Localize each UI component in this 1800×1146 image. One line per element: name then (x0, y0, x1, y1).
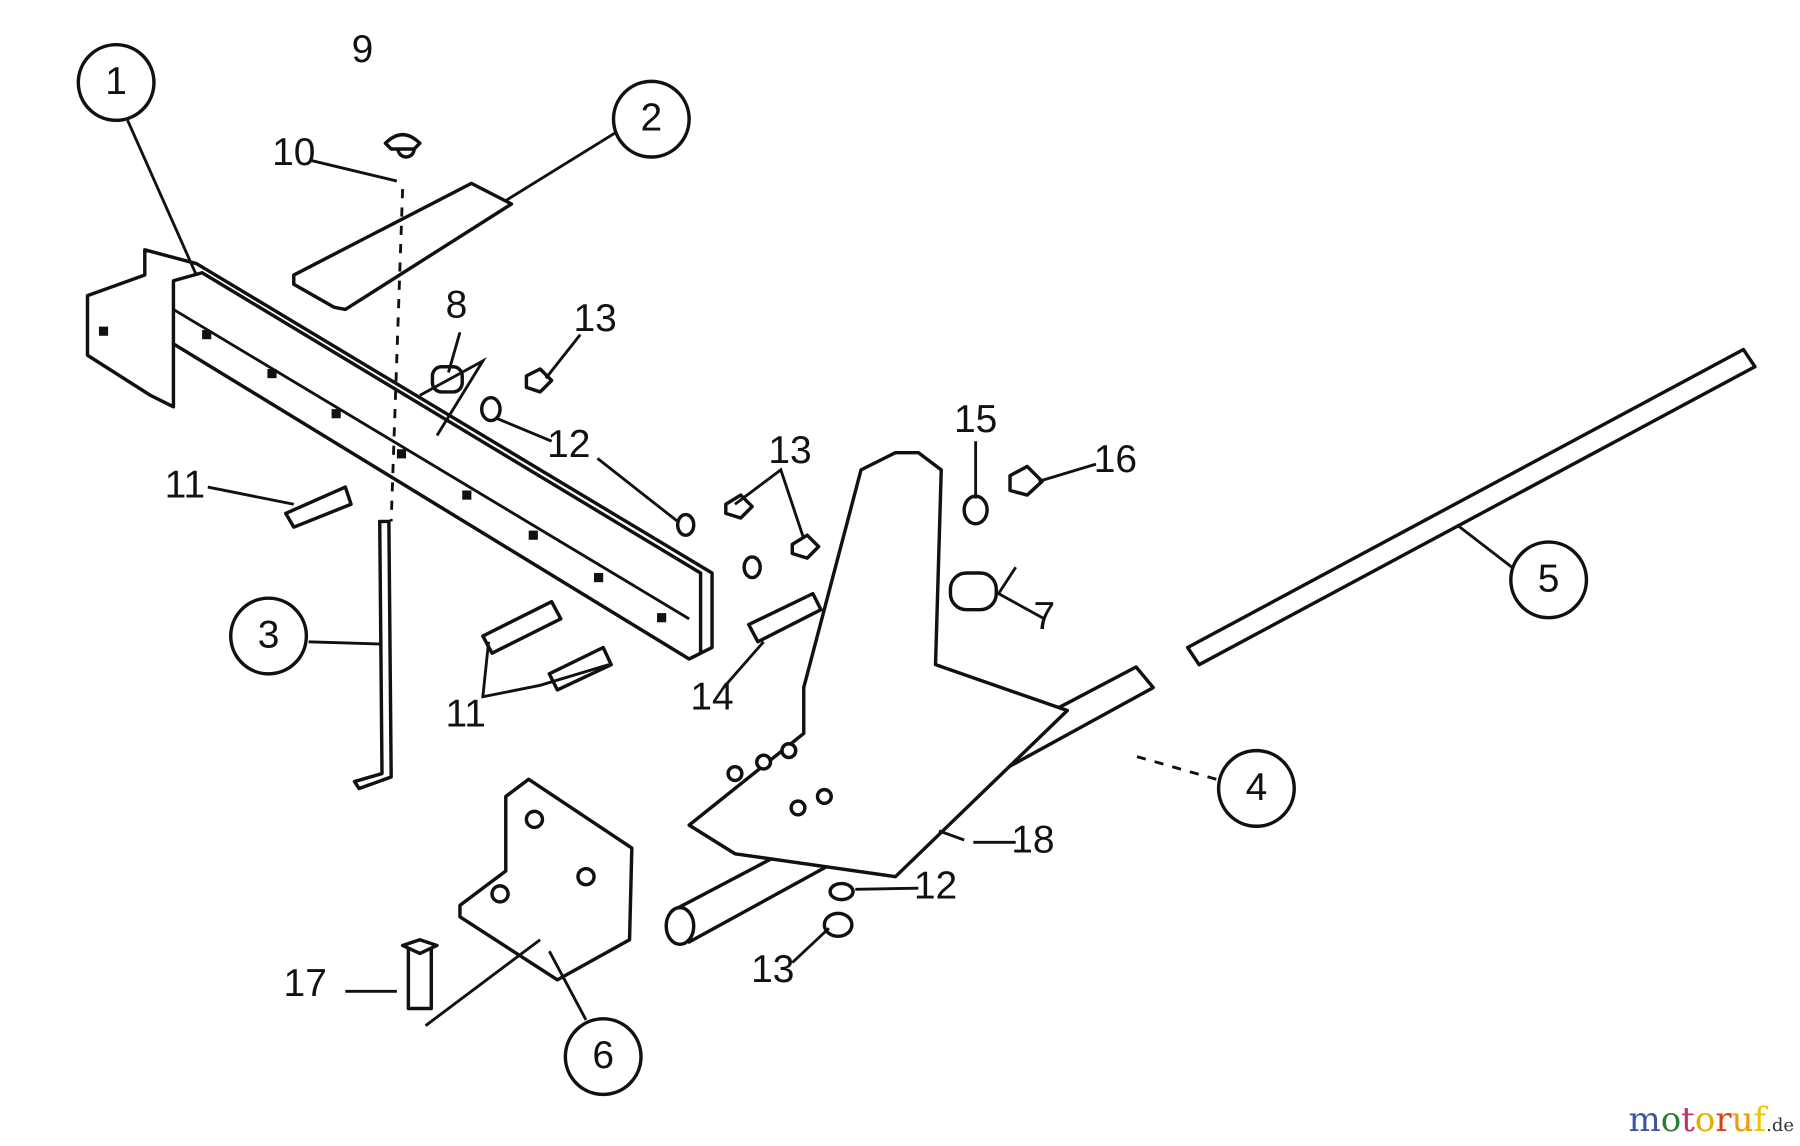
circled-callouts: 1 2 3 4 5 6 (76, 42, 1589, 1097)
callout-8: 8 (446, 283, 468, 326)
watermark-letter: r (1715, 1100, 1732, 1140)
callout-label: 6 (592, 1034, 614, 1077)
angle-bracket (458, 777, 634, 982)
plain-callouts: 9 10 8 13 12 13 11 11 14 15 16 7 18 12 1… (165, 28, 1137, 1005)
callout-1: 1 (76, 42, 156, 123)
callout-6: 6 (563, 1017, 643, 1097)
callout-4: 4 (1216, 748, 1296, 828)
watermark-letter: m (1628, 1100, 1661, 1140)
callout-17: 17 (284, 962, 327, 1005)
watermark-letter: f (1753, 1100, 1767, 1140)
callout-13: 13 (768, 429, 811, 472)
callout-label: 4 (1246, 766, 1268, 809)
clamp-plate (292, 181, 514, 312)
callout-label: 5 (1538, 557, 1560, 600)
callout-3: 3 (229, 596, 309, 676)
callout-11: 11 (165, 463, 205, 506)
rod (352, 519, 393, 791)
watermark-letter: t (1681, 1100, 1695, 1140)
leader-lines (126, 119, 1513, 1027)
watermark-letter: o (1660, 1100, 1682, 1140)
callout-12: 12 (914, 864, 957, 907)
callout-2: 2 (611, 79, 691, 159)
main-bar-assembly (85, 248, 714, 661)
callout-11: 11 (445, 693, 485, 736)
shaft (1185, 347, 1757, 667)
callout-13: 13 (573, 297, 616, 340)
callout-10: 10 (272, 131, 315, 174)
watermark-letter: o (1694, 1100, 1716, 1140)
callout-13: 13 (751, 948, 794, 991)
callout-7: 7 (1034, 595, 1056, 638)
callout-12: 12 (547, 423, 590, 466)
callout-5: 5 (1509, 540, 1589, 620)
callout-18: 18 (1011, 819, 1054, 862)
hardware (284, 132, 1044, 1011)
callout-9: 9 (352, 28, 374, 71)
mount-bracket (687, 450, 1070, 879)
callout-14: 14 (690, 675, 733, 718)
callout-16: 16 (1094, 438, 1137, 481)
watermark-letter: u (1731, 1100, 1754, 1140)
watermark-logo: motoruf.de (1628, 1100, 1794, 1140)
callout-label: 3 (258, 613, 280, 656)
callout-label: 2 (640, 97, 662, 140)
callout-15: 15 (954, 398, 997, 441)
callout-label: 1 (105, 60, 127, 103)
